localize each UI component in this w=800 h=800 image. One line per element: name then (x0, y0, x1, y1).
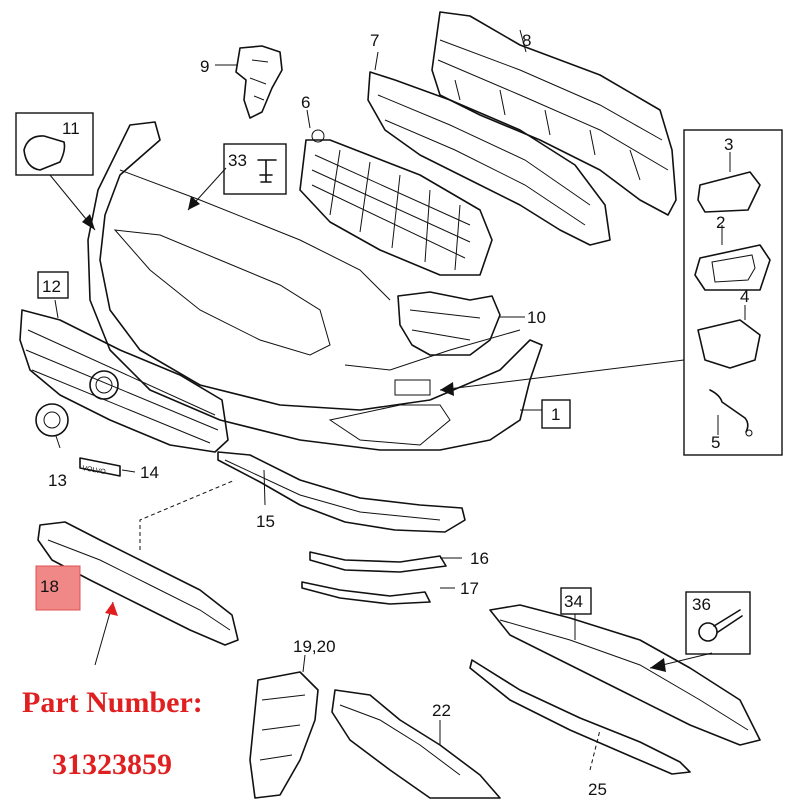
part-1-bumper-cover (87, 121, 543, 451)
part-17-molding (301, 581, 431, 605)
part-10-bracket (397, 291, 501, 356)
part-36-box (685, 591, 751, 655)
callout-11: 11 (62, 119, 80, 138)
leader-lines (49, 29, 746, 771)
part-4-bracket (697, 319, 761, 369)
part-34-skid-plate (489, 604, 761, 746)
callout-labels: 1 2 3 4 5 6 7 8 9 10 11 12 13 14 15 16 1… (40, 31, 749, 799)
part-7-absorber (367, 71, 611, 246)
inset-detail-box (683, 129, 783, 456)
part-18-highlight (35, 565, 81, 611)
callout-18: 18 (40, 577, 59, 596)
part-16-molding (309, 551, 447, 573)
callout-34: 34 (564, 592, 583, 611)
part-5-clip (709, 389, 749, 433)
callout-13: 13 (48, 471, 67, 490)
callout-12: 12 (42, 277, 61, 296)
badge-text: VOLVO (82, 465, 107, 476)
callout-6: 6 (301, 93, 310, 112)
callout-17: 17 (460, 579, 479, 598)
part-6-upper-grille (299, 129, 493, 276)
callout-33: 33 (228, 151, 247, 170)
part-25-strip (469, 659, 691, 775)
callout-15: 15 (256, 512, 275, 531)
part-15-lower-trim (217, 451, 466, 533)
part-14-badge: VOLVO (79, 457, 121, 477)
callout-3: 3 (724, 135, 733, 154)
part-number-caption: Part Number: (22, 686, 203, 719)
part-11-box (15, 112, 94, 176)
callout-19-20: 19,20 (293, 637, 336, 656)
callout-9: 9 (200, 57, 209, 76)
callout-14: 14 (140, 463, 159, 482)
part-8-bumper-beam (431, 11, 677, 216)
callout-5: 5 (711, 433, 720, 452)
part-13-emblem (35, 403, 69, 437)
part-22-bracket (331, 689, 501, 799)
callout-2: 2 (716, 213, 725, 232)
arrow-heads (82, 196, 666, 672)
callout-25: 25 (588, 780, 607, 799)
part-number-value: 31323859 (52, 748, 172, 781)
callout-7: 7 (370, 31, 379, 50)
callout-16: 16 (470, 549, 489, 568)
part-3-cover (697, 171, 761, 213)
part-12-lower-grille (19, 309, 229, 453)
part-9-bracket (235, 45, 283, 119)
callout-4: 4 (740, 287, 749, 306)
part-2-bezel (694, 244, 771, 291)
callout-8: 8 (522, 31, 531, 50)
part-33-box (223, 143, 287, 195)
callout-1: 1 (551, 405, 560, 424)
callout-36: 36 (692, 595, 711, 614)
callout-22: 22 (432, 701, 451, 720)
callout-10: 10 (527, 308, 546, 327)
part-19-20-bracket (249, 671, 319, 799)
part-18-trim-strip (37, 521, 239, 646)
